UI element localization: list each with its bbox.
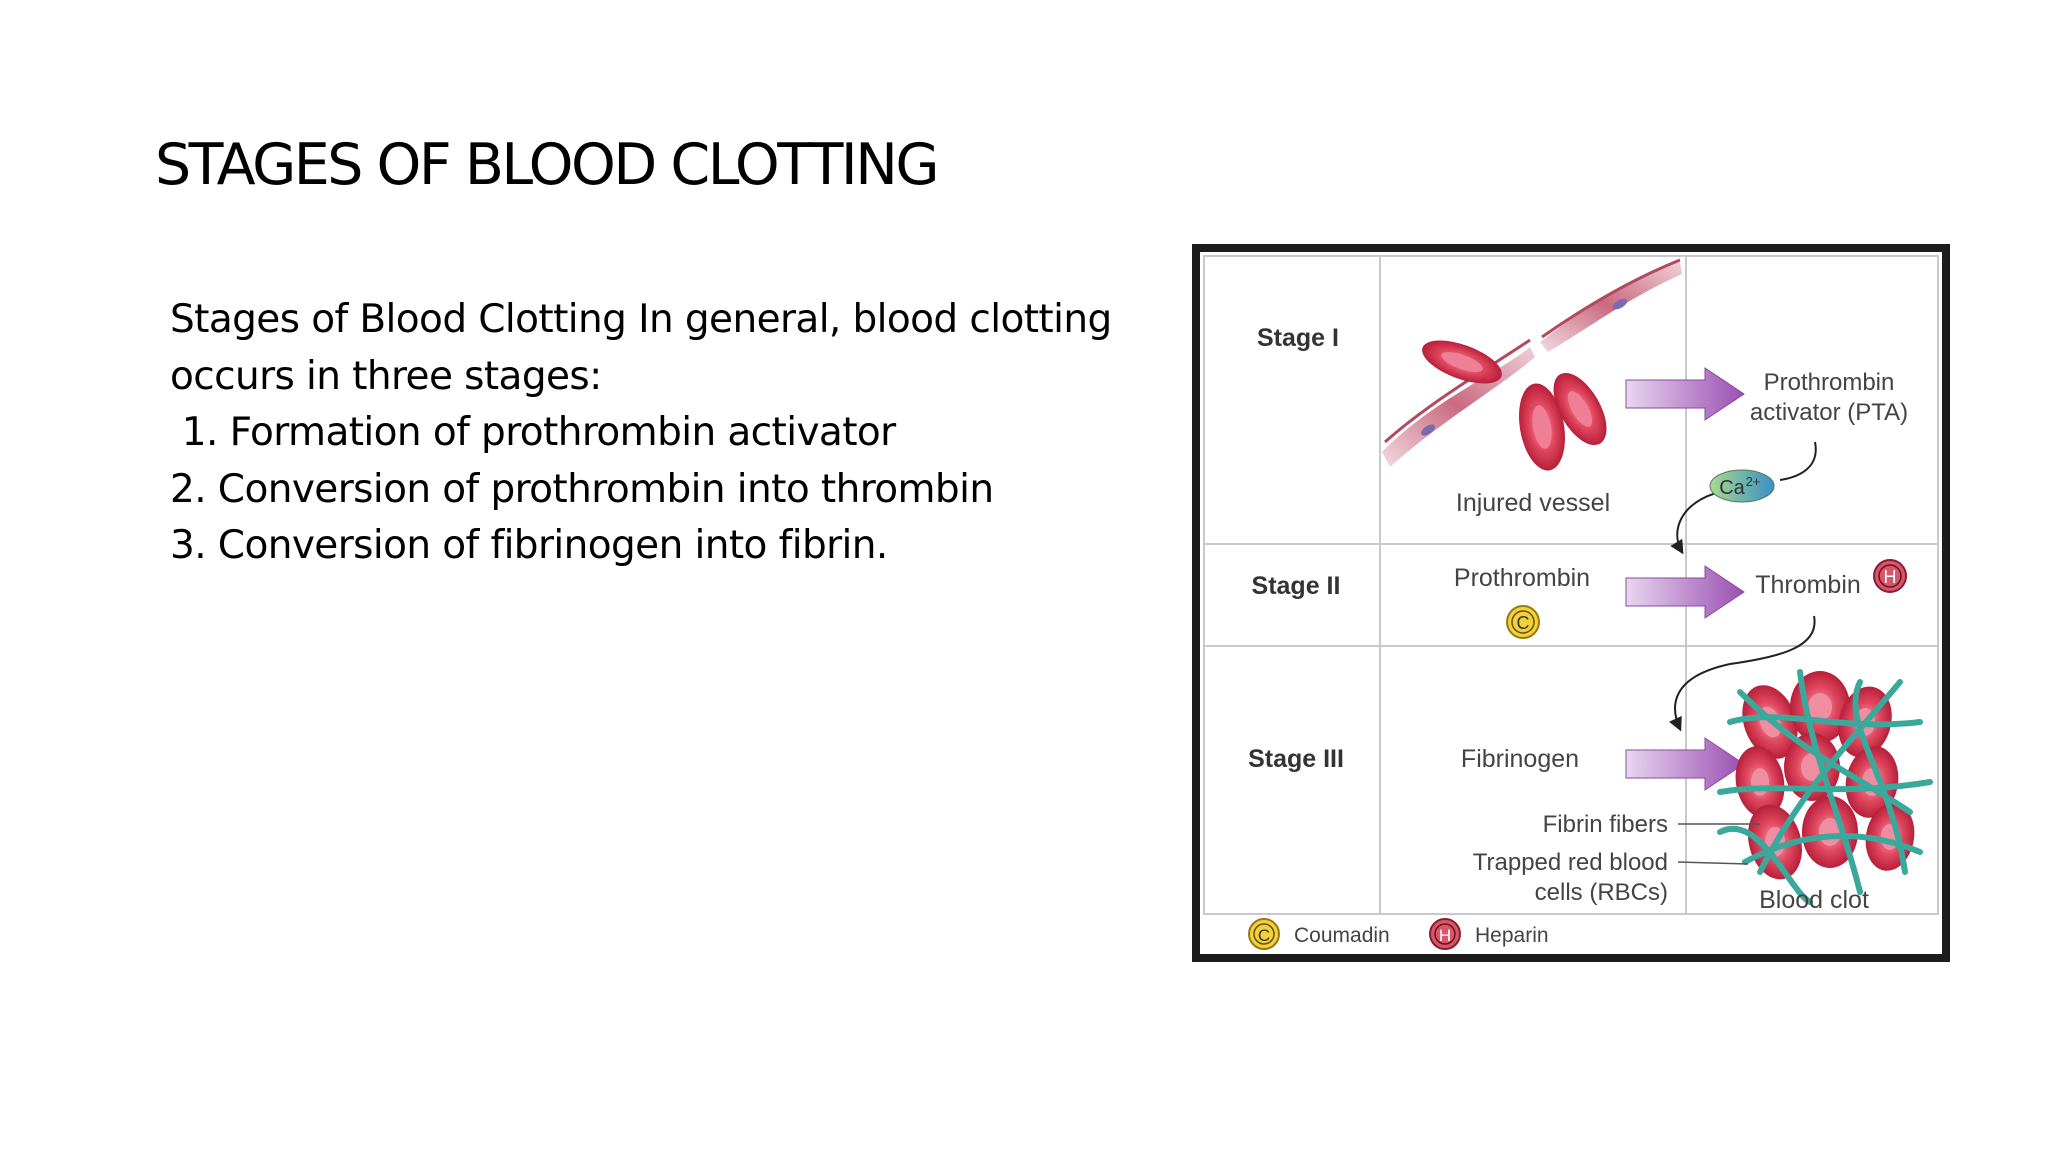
svg-text:C: C [1517,613,1530,633]
coumadin-badge: C [1506,605,1540,639]
injured-vessel-illustration [1382,258,1682,471]
trapped-rbc-label-line1: Trapped red blood [1473,849,1668,876]
body-line: Stages of Blood Clotting In general, blo… [170,297,1112,342]
svg-text:H: H [1884,567,1897,587]
fibrin-fibers-label: Fibrin fibers [1543,811,1668,838]
legend-heparin-icon: H [1429,918,1461,950]
svg-text:H: H [1439,926,1451,945]
trapped-rbc-label-line2: cells (RBCs) [1535,879,1668,906]
diagram-grid [1203,255,1939,915]
blood-clotting-diagram: Stage I Stage II Stage III Injured vesse… [1192,244,1950,962]
slide-title: STAGES OF BLOOD CLOTTING [155,132,940,198]
body-line: 2. Conversion of prothrombin into thromb… [170,466,994,512]
stage-label: Stage II [1252,572,1341,600]
prothrombin-label: Prothrombin [1454,564,1590,592]
legend: C Coumadin H Heparin [1248,918,1549,950]
stage-label: Stage III [1248,745,1344,773]
body-line: 1. Formation of prothrombin activator [170,410,896,455]
stage2-arrow [1625,565,1745,619]
stage1-arrow [1625,367,1745,421]
legend-coumadin-label: Coumadin [1294,924,1390,947]
svg-text:C: C [1258,926,1270,945]
body-line: 3. Conversion of fibrinogen into fibrin. [170,523,888,568]
pta-label-line2: activator (PTA) [1750,399,1908,426]
svg-text:2+: 2+ [1746,474,1761,489]
calcium-badge: Ca 2+ [1709,469,1775,503]
blood-clot-label: Blood clot [1759,886,1869,914]
slide-body-text: Stages of Blood Clotting In general, blo… [170,292,1130,575]
body-line: occurs in three stages: [170,353,602,399]
heparin-badge: H [1873,559,1907,593]
pta-label-line1: Prothrombin [1764,369,1895,396]
stage3-arrow [1625,737,1745,791]
thrombin-label: Thrombin [1755,571,1861,599]
stage-label: Stage I [1257,324,1339,352]
legend-heparin-label: Heparin [1475,924,1549,947]
svg-text:Ca: Ca [1719,477,1745,499]
injured-vessel-label: Injured vessel [1456,489,1610,517]
legend-coumadin-icon: C [1248,918,1280,950]
fibrinogen-label: Fibrinogen [1461,745,1579,773]
blood-clot-illustration [1717,669,1933,905]
